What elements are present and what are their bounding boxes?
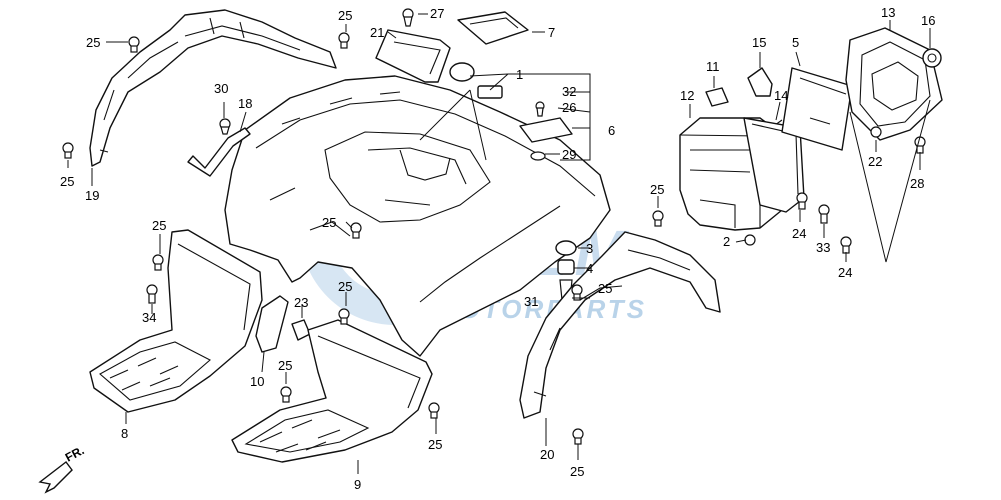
callout-9: 9 (354, 477, 361, 492)
callout-27: 27 (430, 6, 444, 21)
part-10-guard (255, 295, 289, 353)
part-11-clip (705, 87, 729, 107)
callout-labels: 1 2 3 4 5 6 7 8 9 10 11 12 13 14 15 16 1… (60, 5, 935, 492)
callout-25-b: 25 (338, 8, 352, 23)
part-3-cap (555, 240, 577, 256)
rivet-25-d (652, 210, 664, 227)
nut-22 (870, 126, 882, 138)
callout-22: 22 (868, 154, 882, 169)
callout-24-a: 24 (792, 226, 806, 241)
callout-25-h: 25 (338, 279, 352, 294)
rivet-25-j (428, 402, 440, 419)
callout-25-f: 25 (152, 218, 166, 233)
part-16-grommet (922, 48, 942, 68)
callout-7: 7 (548, 25, 555, 40)
callout-19: 19 (85, 188, 99, 203)
screw-34 (146, 284, 158, 304)
part-7-pad (457, 11, 529, 45)
part-5-lid (781, 67, 853, 151)
callout-18: 18 (238, 96, 252, 111)
callout-15: 15 (752, 35, 766, 50)
callout-12: 12 (680, 88, 694, 103)
part-27-screw (402, 8, 414, 27)
callout-25-e: 25 (322, 215, 336, 230)
part-13-taillight (845, 27, 943, 141)
rivet-25-a (128, 36, 140, 53)
screw-33 (818, 204, 830, 224)
part-seal-cap (449, 62, 503, 99)
callout-25-k: 25 (570, 464, 584, 479)
callout-33: 33 (816, 240, 830, 255)
callout-13: 13 (881, 5, 895, 20)
callout-25-g: 25 (598, 281, 612, 296)
callout-25-a: 25 (86, 35, 100, 50)
part-26-clip (535, 101, 545, 117)
rivet-25-e (350, 222, 362, 239)
leader-lines (67, 13, 931, 474)
part-18-stay (187, 127, 251, 177)
rivet-25-h (338, 308, 350, 325)
callout-4: 4 (586, 261, 593, 276)
part-30-bolt (219, 118, 231, 135)
rivet-25-k (572, 428, 584, 445)
rivet-25-i (280, 386, 292, 403)
callout-10: 10 (250, 374, 264, 389)
callout-3: 3 (586, 241, 593, 256)
callout-16: 16 (921, 13, 935, 28)
part-20-right-fender-trim (519, 231, 721, 419)
callout-32: 32 (562, 84, 576, 99)
callout-34: 34 (142, 310, 156, 325)
callout-31: 31 (524, 294, 538, 309)
nut-2 (744, 234, 756, 246)
part-rear-fender-body (224, 75, 611, 357)
part-8-left-footrest (89, 229, 263, 413)
callout-30: 30 (214, 81, 228, 96)
screw-24-a (796, 192, 808, 210)
callout-5: 5 (792, 35, 799, 50)
part-21-bracket (375, 29, 451, 83)
part-6-plate (519, 117, 573, 143)
callout-6: 6 (608, 123, 615, 138)
rivet-25-f (152, 254, 164, 271)
part-15-clip (747, 67, 773, 97)
callout-28: 28 (910, 176, 924, 191)
callout-25-j: 25 (428, 437, 442, 452)
callout-23: 23 (294, 295, 308, 310)
part-9-right-footrest (231, 319, 433, 463)
callout-29: 29 (562, 147, 576, 162)
part-29-washer (530, 151, 546, 161)
rivet-25-g (571, 284, 583, 301)
callout-26: 26 (562, 100, 576, 115)
rivet-25-b (338, 32, 350, 49)
rivet-25-c (62, 142, 74, 159)
screw-24-b (840, 236, 852, 254)
callout-1: 1 (516, 67, 523, 82)
callout-20: 20 (540, 447, 554, 462)
front-arrow-icon (38, 461, 73, 494)
fasteners (62, 32, 926, 445)
callout-25-d: 25 (650, 182, 664, 197)
callout-8: 8 (121, 426, 128, 441)
callout-24-b: 24 (838, 265, 852, 280)
front-direction-indicator: FR. (38, 443, 86, 494)
callout-25-i: 25 (278, 358, 292, 373)
callout-11: 11 (706, 59, 720, 74)
callout-2: 2 (723, 234, 730, 249)
callout-21: 21 (370, 25, 384, 40)
part-19-left-fender-trim (89, 9, 337, 167)
callout-25-c: 25 (60, 174, 74, 189)
part-4-collar (557, 259, 575, 275)
callout-14: 14 (774, 88, 788, 103)
